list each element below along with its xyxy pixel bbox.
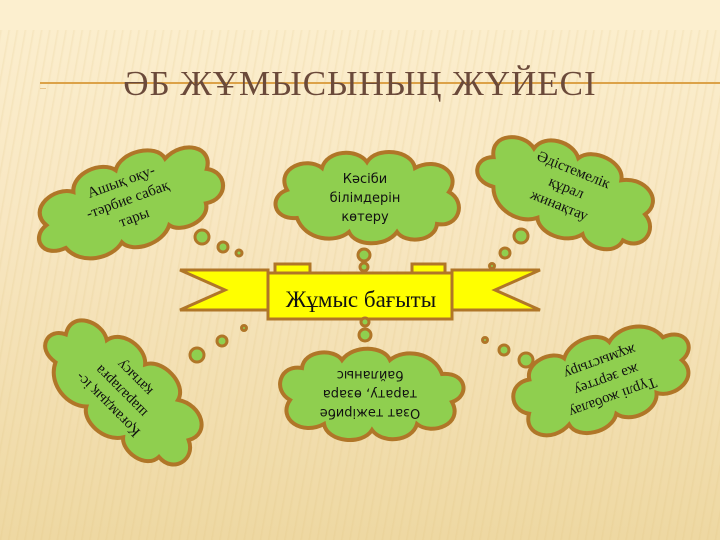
bubbles-top-right bbox=[488, 227, 530, 270]
center-banner-label: Жұмыс бағыты bbox=[285, 287, 437, 312]
top-band bbox=[0, 0, 720, 30]
banner-ribbon bbox=[179, 262, 541, 321]
bubbles-top-center bbox=[356, 247, 372, 273]
bubbles-bottom-left bbox=[188, 324, 248, 364]
bubbles-bottom-center bbox=[357, 316, 373, 343]
cloud-text-bottom-center: Озат тәжірибе тарату, өзара байланыс bbox=[319, 367, 421, 420]
title-underline-accent bbox=[40, 88, 46, 89]
bubbles-bottom-right bbox=[481, 336, 535, 369]
cloud-text-top-center: Кәсіби білімдерін көтеру bbox=[329, 172, 401, 225]
title-underline bbox=[40, 82, 720, 84]
slide-title: ӘБ ЖҰМЫСЫНЫҢ ЖҮЙЕСІ bbox=[123, 64, 597, 103]
bubbles-top-left bbox=[193, 228, 244, 258]
